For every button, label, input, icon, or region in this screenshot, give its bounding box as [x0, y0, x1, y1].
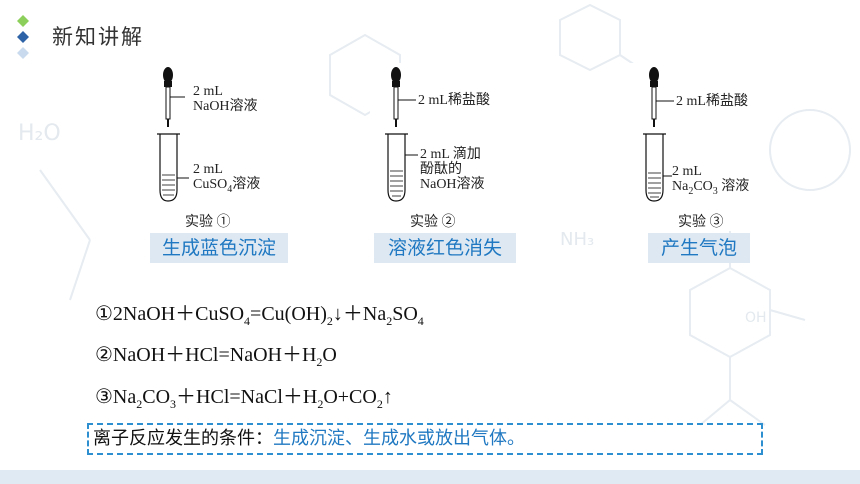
bottom-band: [0, 470, 860, 484]
experiment-1-panel: 2 mL NaOH溶液 2 mL CuSO4溶液 实验 ①: [153, 63, 290, 231]
diamond-icons: [17, 15, 29, 59]
dropper-testtube-2-icon: [385, 67, 418, 202]
conclusion-prefix: 离子反应发生的条件：: [93, 428, 273, 449]
experiment-2-panel: 2 mL稀盐酸 2 mL 滴加 酚酞的 NaOH溶液 实验 ②: [370, 63, 520, 231]
reagent-bottom-label-3: 2 mL Na2CO3 溶液: [672, 164, 750, 197]
reagent-bottom-label-2: 2 mL 滴加 酚酞的 NaOH溶液: [420, 147, 485, 192]
result-label-3: 产生气泡: [648, 233, 750, 263]
svg-text:NH₃: NH₃: [560, 229, 594, 250]
page-title: 新知讲解: [52, 25, 144, 49]
experiment-caption-2: 实验 ②: [410, 215, 456, 230]
experiment-3-panel: 2 mL稀盐酸 2 mL Na2CO3 溶液 实验 ③: [612, 63, 762, 231]
dropper-testtube-3-icon: [643, 67, 674, 202]
result-label-1: 生成蓝色沉淀: [150, 233, 288, 263]
experiment-caption-1: 实验 ①: [185, 215, 231, 230]
equation-3: ③Na2CO3＋HCl=NaCl＋H2O+CO2↑: [95, 386, 393, 411]
dropper-testtube-1-icon: [157, 67, 189, 202]
reagent-top-label-3: 2 mL稀盐酸: [676, 94, 748, 109]
svg-text:OH: OH: [745, 310, 767, 326]
reagent-bottom-label-1: 2 mL CuSO4溶液: [193, 162, 261, 195]
conclusion-box: 离子反应发生的条件：生成沉淀、生成水或放出气体。: [87, 423, 763, 455]
equation-2: ②NaOH＋HCl=NaOH＋H2O: [95, 344, 337, 369]
equation-1: ①2NaOH＋CuSO4=Cu(OH)2↓＋Na2SO4: [95, 303, 424, 328]
svg-text:H₂O: H₂O: [18, 121, 61, 146]
reagent-top-label-1: 2 mL NaOH溶液: [193, 84, 258, 114]
experiment-caption-3: 实验 ③: [678, 215, 724, 230]
reagent-top-label-2: 2 mL稀盐酸: [418, 93, 490, 108]
conclusion-text: 生成沉淀、生成水或放出气体。: [273, 428, 525, 449]
result-label-2: 溶液红色消失: [374, 233, 516, 263]
